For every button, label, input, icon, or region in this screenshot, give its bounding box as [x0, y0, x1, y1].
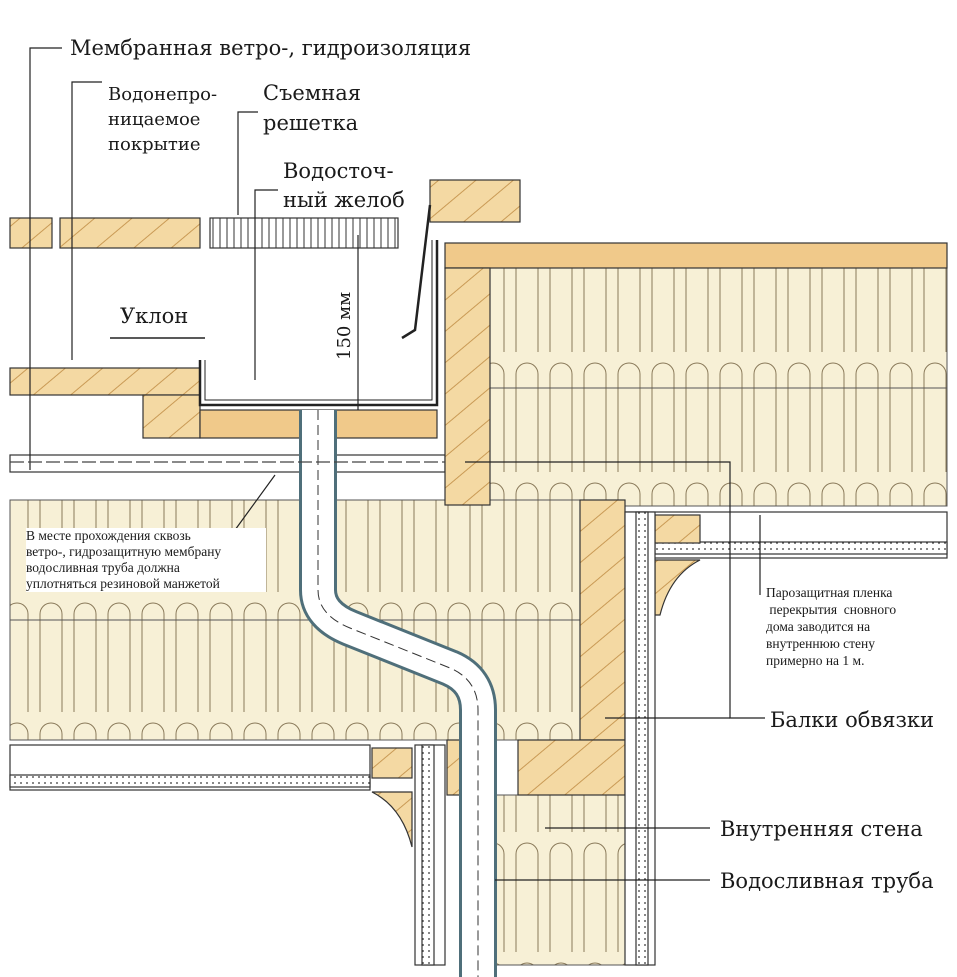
label-waterproof-3: покрытие: [108, 134, 201, 155]
label-grille-2: решетка: [263, 111, 358, 135]
label-dimension: 150 мм: [334, 292, 355, 360]
note-line: перекрытия сновного: [766, 602, 897, 617]
label-beams: Балки обвязки: [770, 708, 934, 732]
label-gutter-2: ный желоб: [283, 188, 405, 212]
gutter: [198, 204, 439, 407]
note-line: дома заводится на: [766, 619, 871, 634]
note-line: Парозащитная пленка: [766, 585, 893, 600]
beams: [371, 267, 701, 848]
label-waterproof-2: ницаемое: [108, 109, 200, 130]
walls: [414, 511, 656, 966]
roof-deck: [9, 179, 948, 791]
note-line: уплотняться резиновой манжетой: [26, 576, 220, 591]
note-line: В месте прохождения сквозь: [26, 528, 191, 543]
label-drain-pipe: Водосливная труба: [720, 869, 934, 893]
note-vapor-film: Парозащитная пленка перекрытия сновного …: [766, 584, 956, 669]
note-line: примерно на 1 м.: [766, 653, 865, 668]
note-pipe-seal: В месте прохождения сквозь ветро-, гидро…: [26, 528, 266, 592]
removable-grille: [209, 217, 399, 249]
note-line: водосливная труба должна: [26, 560, 180, 575]
label-waterproof-1: Водонепро-: [108, 84, 217, 105]
label-inner-wall: Внутренняя стена: [720, 817, 923, 841]
label-gutter-1: Водосточ-: [283, 159, 394, 183]
leader-lines: [10, 47, 765, 881]
label-grille-1: Съемная: [263, 81, 361, 105]
drain-pipe: [299, 410, 497, 977]
note-line: внутреннюю стену: [766, 636, 876, 651]
label-slope: Уклон: [120, 304, 188, 328]
note-line: ветро-, гидрозащитную мембрану: [26, 544, 222, 559]
label-membrane: Мембранная ветро-, гидроизоляция: [70, 36, 471, 60]
